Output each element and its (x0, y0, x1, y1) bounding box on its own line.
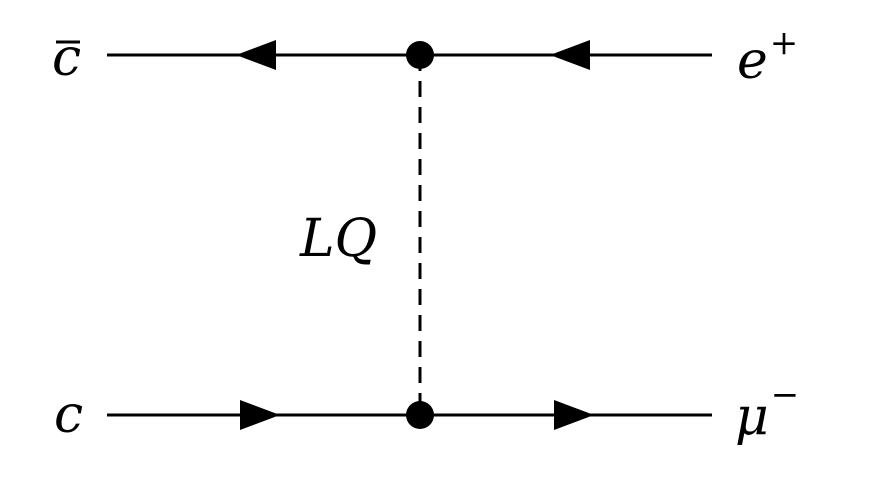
top-left-arrow (236, 40, 276, 70)
muon-superscript: − (771, 375, 800, 415)
top-vertex (406, 41, 434, 69)
label-top-left: c (52, 28, 81, 88)
label-top-right: e+ (737, 23, 798, 91)
positron-superscript: + (770, 23, 799, 63)
label-bottom-right: μ− (735, 375, 799, 447)
top-right-arrow (550, 40, 590, 70)
anti-charm-label: c (52, 28, 81, 88)
muon-symbol: μ (735, 387, 769, 447)
label-bottom-left: c (54, 385, 83, 445)
positron-symbol: e (737, 31, 768, 91)
bottom-right-arrow (554, 400, 594, 430)
lq-label: LQ (299, 209, 377, 269)
bottom-left-arrow (240, 400, 280, 430)
bottom-vertex (406, 401, 434, 429)
